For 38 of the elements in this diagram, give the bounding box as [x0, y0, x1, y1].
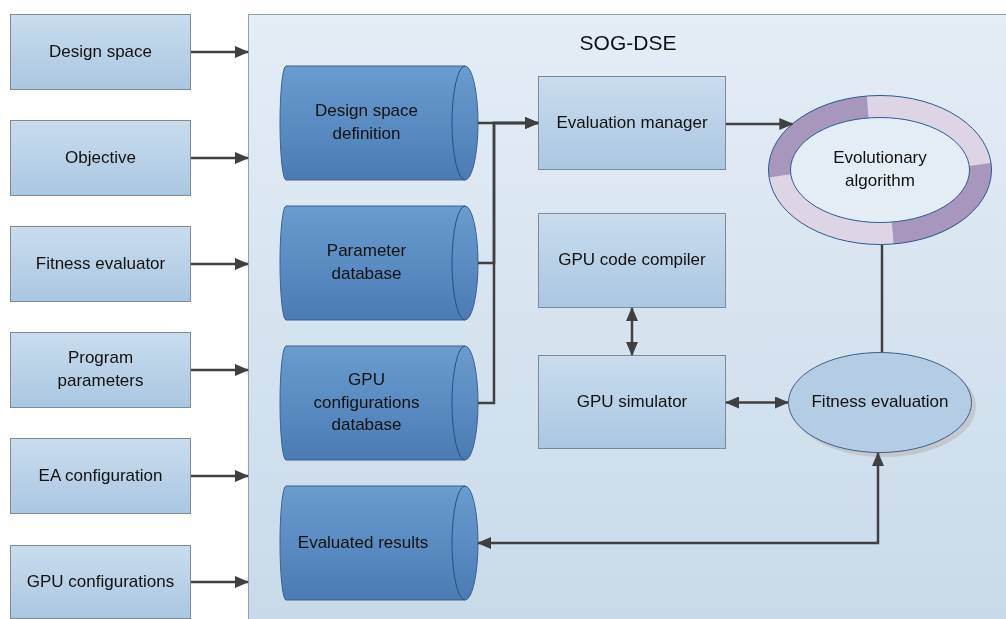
node-label: Evolutionary algorithm: [832, 147, 928, 192]
node-label: Design space: [49, 40, 152, 63]
node-label: Fitness evaluation: [811, 391, 949, 414]
node-label: GPU configurations: [26, 570, 175, 593]
connector-line: [880, 245, 884, 352]
node-label: EA configuration: [38, 464, 163, 487]
process-box: [538, 355, 726, 449]
node-label: Program parameters: [56, 347, 145, 392]
arrow: [626, 307, 638, 356]
arrow: [191, 576, 249, 588]
input-box: [10, 120, 191, 196]
panel-title: SOG-DSE: [578, 30, 678, 56]
arrow: [477, 452, 884, 549]
node-label: Evaluation manager: [556, 111, 708, 134]
input-box: [10, 226, 191, 302]
arrow: [191, 152, 249, 164]
arrow: [191, 258, 249, 270]
arrow: [191, 46, 249, 58]
input-box: [10, 332, 191, 408]
node-label: Parameter database: [325, 240, 408, 285]
arrow: [191, 364, 249, 376]
node-label: Evaluated results: [297, 531, 429, 554]
input-box: [10, 545, 191, 619]
node-label: Design space definition: [314, 100, 419, 145]
arrow: [726, 118, 794, 130]
node-label: GPU simulator: [576, 390, 688, 413]
system-panel: [248, 14, 1006, 619]
input-box: [10, 14, 191, 90]
input-box: [10, 438, 191, 514]
node-label: Fitness evaluator: [35, 252, 166, 275]
arrow: [191, 470, 249, 482]
node-label: Objective: [65, 146, 136, 169]
process-box: [538, 76, 726, 170]
node-label: GPU configurations database: [312, 368, 421, 437]
process-box: [538, 213, 726, 308]
arrow: [478, 117, 539, 405]
arrow: [725, 396, 789, 409]
node-label: GPU code compiler: [558, 249, 706, 272]
